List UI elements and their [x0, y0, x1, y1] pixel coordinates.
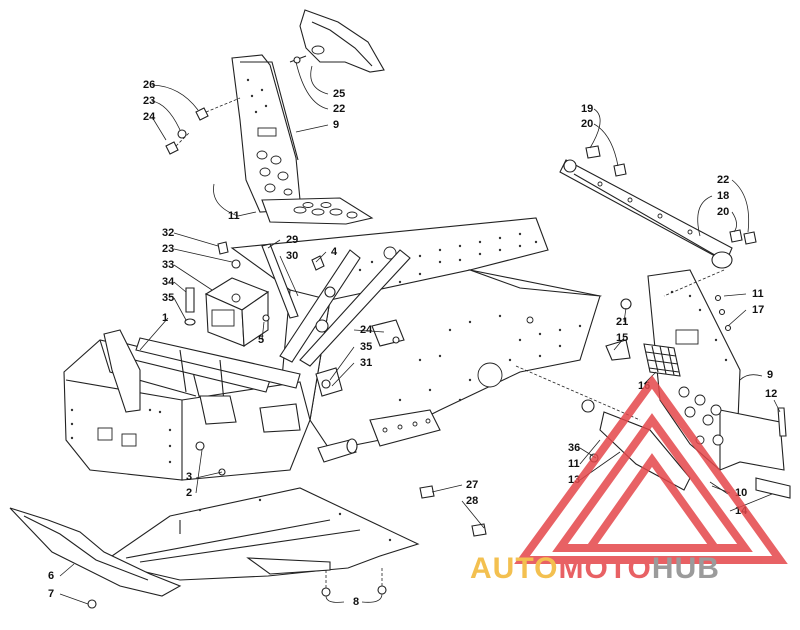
callout-c7: 7 — [48, 588, 54, 600]
callout-c12: 12 — [765, 388, 777, 400]
automotohub-watermark: AUTOMOTOHUB — [470, 375, 788, 585]
callout-c34: 34 — [162, 276, 175, 288]
callout-c22a: 22 — [333, 103, 345, 115]
upper-footrest-bracket — [231, 54, 374, 225]
watermark-triangle-logo — [514, 375, 788, 564]
callout-c15: 15 — [616, 332, 628, 344]
callout-c18: 18 — [717, 190, 729, 202]
callout-c26: 26 — [143, 79, 155, 91]
upper-left-fasteners — [165, 97, 241, 155]
callout-c23b: 23 — [162, 243, 174, 255]
callout-c21: 21 — [616, 316, 628, 328]
callout-c24b: 24 — [360, 324, 373, 336]
callout-c8: 8 — [353, 596, 359, 608]
callout-c28: 28 — [466, 495, 478, 507]
callout-c9b: 9 — [767, 369, 773, 381]
right-footrest-bracket — [605, 269, 787, 471]
callout-c9a: 9 — [333, 119, 339, 131]
watermark-moto: MOTO — [558, 552, 651, 585]
svg-text:AUTOMOTOHUB: AUTOMOTOHUB — [470, 552, 720, 585]
watermark-auto: AUTO — [470, 552, 558, 585]
lower-right-bracket — [581, 399, 791, 499]
callout-c33: 33 — [162, 259, 174, 271]
callout-c27: 27 — [466, 479, 478, 491]
callout-c5: 5 — [258, 334, 264, 346]
callout-c20a: 20 — [581, 118, 593, 130]
callout-c11a: 11 — [228, 210, 240, 222]
callout-c35b: 35 — [360, 341, 372, 353]
front-bulkhead — [63, 329, 311, 481]
callout-c1: 1 — [162, 312, 168, 324]
callout-c30: 30 — [286, 250, 298, 262]
callout-c17: 17 — [752, 304, 764, 316]
floor-fasteners — [321, 485, 487, 597]
callout-c32: 32 — [162, 227, 174, 239]
callout-c25: 25 — [333, 88, 345, 100]
callout-c2: 2 — [186, 487, 192, 499]
callout-c20b: 20 — [717, 206, 729, 218]
callout-c11c: 11 — [568, 458, 580, 470]
callout-c24a: 24 — [143, 111, 156, 123]
engine-mount-bracket — [184, 241, 270, 347]
callout-c11b: 11 — [752, 288, 764, 300]
callout-c29: 29 — [286, 234, 298, 246]
watermark-hub: HUB — [652, 552, 720, 585]
callout-c4: 4 — [331, 246, 338, 258]
leader-lines — [59, 61, 781, 605]
callout-c35a: 35 — [162, 292, 174, 304]
callout-c31: 31 — [360, 357, 372, 369]
front-skid-plate — [9, 507, 182, 609]
callout-c6: 6 — [48, 570, 54, 582]
callout-c22b: 22 — [717, 174, 729, 186]
floor-plate — [111, 487, 420, 581]
callout-c3: 3 — [186, 471, 192, 483]
callout-c36: 36 — [568, 442, 580, 454]
steering-support-column — [261, 243, 411, 397]
callout-c19: 19 — [581, 103, 593, 115]
steering-hood — [289, 9, 385, 73]
steering-shaft-rail — [559, 145, 757, 310]
callout-c23a: 23 — [143, 95, 155, 107]
